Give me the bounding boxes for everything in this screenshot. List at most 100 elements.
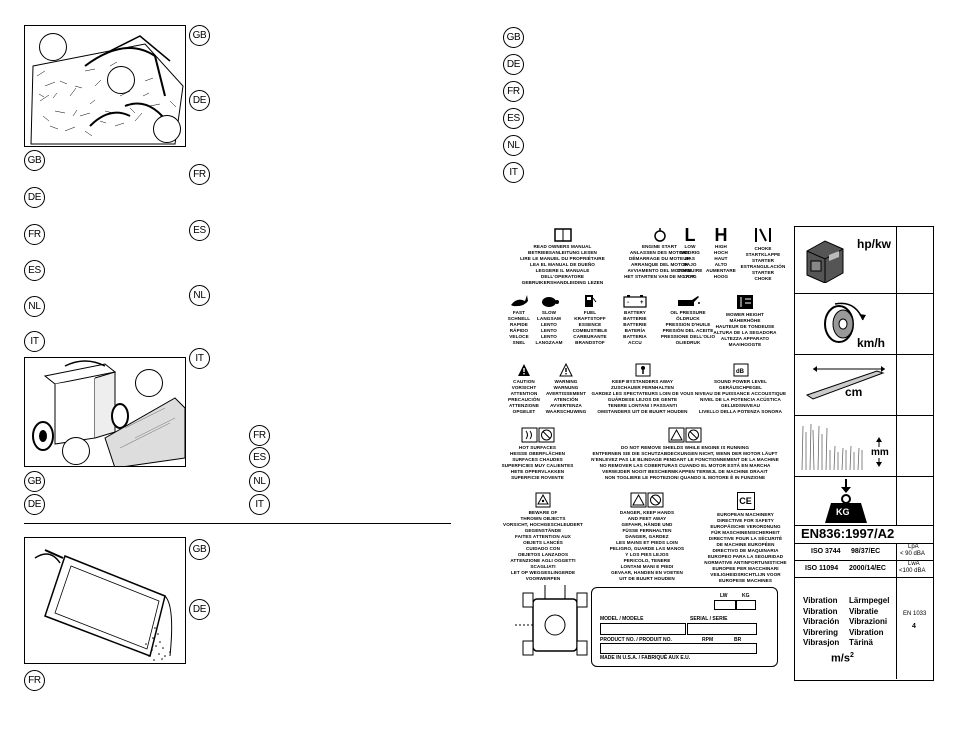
symbol-thrown-objects: BEWARE OF THROWN OBJECTS VORSICHT, HOCHG… bbox=[503, 492, 583, 582]
lang-badge-nl: NL bbox=[503, 135, 524, 156]
ms2-base: m/s bbox=[831, 652, 850, 665]
vibration-word: Vibration bbox=[803, 606, 838, 616]
weight-icon bbox=[825, 479, 867, 523]
lang-badge-gb: GB bbox=[24, 471, 45, 492]
lang-badge-de: DE bbox=[24, 494, 45, 515]
grass-bag-illustration bbox=[25, 26, 185, 146]
lang-badge-fr: FR bbox=[249, 425, 270, 446]
warning-triangle-icon bbox=[559, 363, 573, 377]
figure-grass-bag bbox=[24, 25, 186, 147]
plate-product-box bbox=[600, 643, 757, 654]
symbol-mower-height: MOWER HEIGHT MÄHERHÖHE HAUTEUR DE TONDEU… bbox=[712, 294, 778, 348]
row-vibration: Vibration Lärmpegel Vibration Vibratie Vib… bbox=[795, 578, 933, 679]
vibration-word: Lärmpegel bbox=[849, 596, 890, 605]
figure-empty-bag bbox=[24, 537, 186, 664]
shield-warning-icon bbox=[668, 427, 702, 443]
plate-br-label: BR bbox=[734, 637, 742, 643]
spec-table: hp/kw km/h cm bbox=[794, 226, 934, 681]
symbol-danger-hands: DANGER, KEEP HANDS AND FEET AWAY GEFAHR,… bbox=[607, 492, 687, 582]
thrown-objects-icon bbox=[535, 492, 551, 508]
caution-text: CAUTION VORSICHT ATTENTION PRECAUCIÓN AT… bbox=[508, 379, 540, 414]
mower-height-icon bbox=[737, 295, 753, 309]
hot-surface-icon bbox=[521, 427, 554, 443]
row-hp-kw: hp/kw bbox=[795, 227, 933, 294]
lang-badge-fr: FR bbox=[24, 224, 45, 245]
lang-badge-nl: NL bbox=[24, 296, 45, 317]
engine-start-icon bbox=[653, 228, 666, 242]
low-letter: L bbox=[684, 225, 696, 245]
lang-badge-gb: GB bbox=[503, 27, 524, 48]
symbol-read-manual: READ OWNERS MANUAL BETRIEBSANLEITUNG LES… bbox=[515, 228, 610, 286]
high-text: HIGH HOCH HAUT ALTO AUMENTARE HOOG bbox=[706, 244, 736, 279]
lang-badge-gb: GB bbox=[189, 25, 210, 46]
battery-text: BATTERY BATTERIE BATTERIE BATERÍA BATTER… bbox=[623, 310, 647, 345]
plate-lw-label: LW bbox=[720, 593, 728, 599]
vibration-word: Vibration bbox=[849, 627, 884, 637]
symbol-low: L LOW NIEDRIG BAS BAJO DIMINUIRE LAAG bbox=[676, 226, 704, 280]
symbol-high: H HIGH HOCH HAUT ALTO AUMENTARE HOOG bbox=[705, 226, 737, 280]
lang-badge-es: ES bbox=[24, 260, 45, 281]
thrown-objects-text: BEWARE OF THROWN OBJECTS VORSICHT, HOCHG… bbox=[503, 510, 583, 581]
shields-text: DO NOT REMOVE SHIELDS WHILE ENGINE IS RU… bbox=[591, 445, 779, 480]
symbol-hot-surfaces: HOT SURFACES HEISSE OBERFLÄCHEN SURFACES… bbox=[500, 427, 575, 481]
lpa-divider bbox=[896, 544, 897, 560]
vibration-word: Vibrasjon bbox=[803, 638, 840, 647]
table-column-divider bbox=[896, 227, 897, 525]
lwa-divider bbox=[896, 561, 897, 577]
svg-text:+: + bbox=[640, 300, 644, 306]
callout-1 bbox=[39, 33, 67, 61]
sound-power-text: SOUND POWER LEVEL GERÄUSCHPEGEL NIVEAU D… bbox=[694, 379, 787, 414]
callout-2 bbox=[62, 437, 90, 465]
lang-badge-fr: FR bbox=[189, 164, 210, 185]
book-icon bbox=[553, 228, 572, 242]
high-letter: H bbox=[714, 225, 728, 245]
rabbit-icon bbox=[511, 295, 528, 307]
lang-badge-nl: NL bbox=[189, 285, 210, 306]
lang-badge-fr: FR bbox=[24, 670, 45, 691]
lang-badge-de: DE bbox=[189, 90, 210, 111]
lang-badge-it: IT bbox=[189, 348, 210, 369]
symbol-oil-pressure: OIL PRESSURE ÖLDRUCK PRESSION D'HUILE PR… bbox=[660, 294, 716, 346]
vibration-word: Vibrazioni bbox=[849, 617, 888, 626]
empty-bag-illustration bbox=[34, 549, 173, 661]
vibration-divider bbox=[896, 578, 897, 679]
en1033-label: EN 1033 bbox=[903, 611, 927, 617]
symbol-caution: CAUTION VORSICHT ATTENTION PRECAUCIÓN AT… bbox=[505, 363, 543, 415]
lpa-label: LpA bbox=[908, 544, 919, 550]
row-mm: mm bbox=[795, 416, 933, 477]
symbol-slow: SLOW LANGSAM LENTO LENTO LENTO LANGZAAM bbox=[530, 294, 568, 346]
plate-kg-label: KG bbox=[742, 593, 750, 599]
ms2-unit: m/s2 bbox=[831, 652, 854, 665]
lang-badge-it: IT bbox=[503, 162, 524, 183]
plate-lw-box bbox=[714, 600, 736, 610]
vibration-word: Vibración bbox=[803, 617, 840, 626]
symbol-engine-start: ENGINE START ANLASSEN DES MOTORS DÉMARRA… bbox=[612, 228, 707, 280]
row-en836: EN836:1997/A2 bbox=[795, 526, 933, 544]
oil-pressure-text: OIL PRESSURE ÖLDRUCK PRESSION D'HUILE PR… bbox=[660, 310, 716, 345]
symbol-shields: DO NOT REMOVE SHIELDS WHILE ENGINE IS RU… bbox=[585, 427, 785, 481]
callout-3 bbox=[153, 115, 181, 143]
vibration-word: Vibratie bbox=[849, 606, 879, 616]
european-machinery-text: EUROPEAN MACHINERY DIRECTIVE FOR SAFETY … bbox=[704, 512, 787, 583]
engine-icon bbox=[806, 240, 844, 283]
plate-rpm-label: RPM bbox=[702, 637, 714, 643]
oil-can-icon bbox=[678, 296, 700, 306]
hp-kw-label: hp/kw bbox=[857, 237, 892, 251]
lang-badge-es: ES bbox=[249, 447, 270, 468]
battery-icon: -+ bbox=[623, 295, 647, 308]
iso3744-label: ISO 3744 bbox=[811, 548, 841, 555]
lang-badge-gb: GB bbox=[24, 150, 45, 171]
low-text: LOW NIEDRIG BAS BAJO DIMINUIRE LAAG bbox=[677, 244, 703, 279]
row-iso3744: ISO 3744 98/37/EC LpA < 90 dBA bbox=[795, 544, 933, 561]
danger-hands-icon bbox=[630, 492, 664, 508]
lpa-value: < 90 dBA bbox=[900, 551, 925, 557]
vibration-word: Tärinä bbox=[849, 638, 874, 647]
vibration-words: Vibration Lärmpegel Vibration Vibratie Vib… bbox=[803, 596, 895, 649]
plate-product-label: PRODUCT NO. / PRODUIT NO. bbox=[600, 637, 672, 643]
sound-power-icon: dB bbox=[733, 363, 748, 377]
fuel-text: FUEL KRAFTSTOFF ESSENCE COMBUSTIBLE CARB… bbox=[572, 310, 608, 345]
caution-triangle-icon bbox=[518, 364, 530, 376]
plate-kg-box bbox=[736, 600, 756, 610]
directive-2000-14: 2000/14/EC bbox=[849, 565, 886, 572]
kg-label: KG bbox=[836, 507, 850, 517]
